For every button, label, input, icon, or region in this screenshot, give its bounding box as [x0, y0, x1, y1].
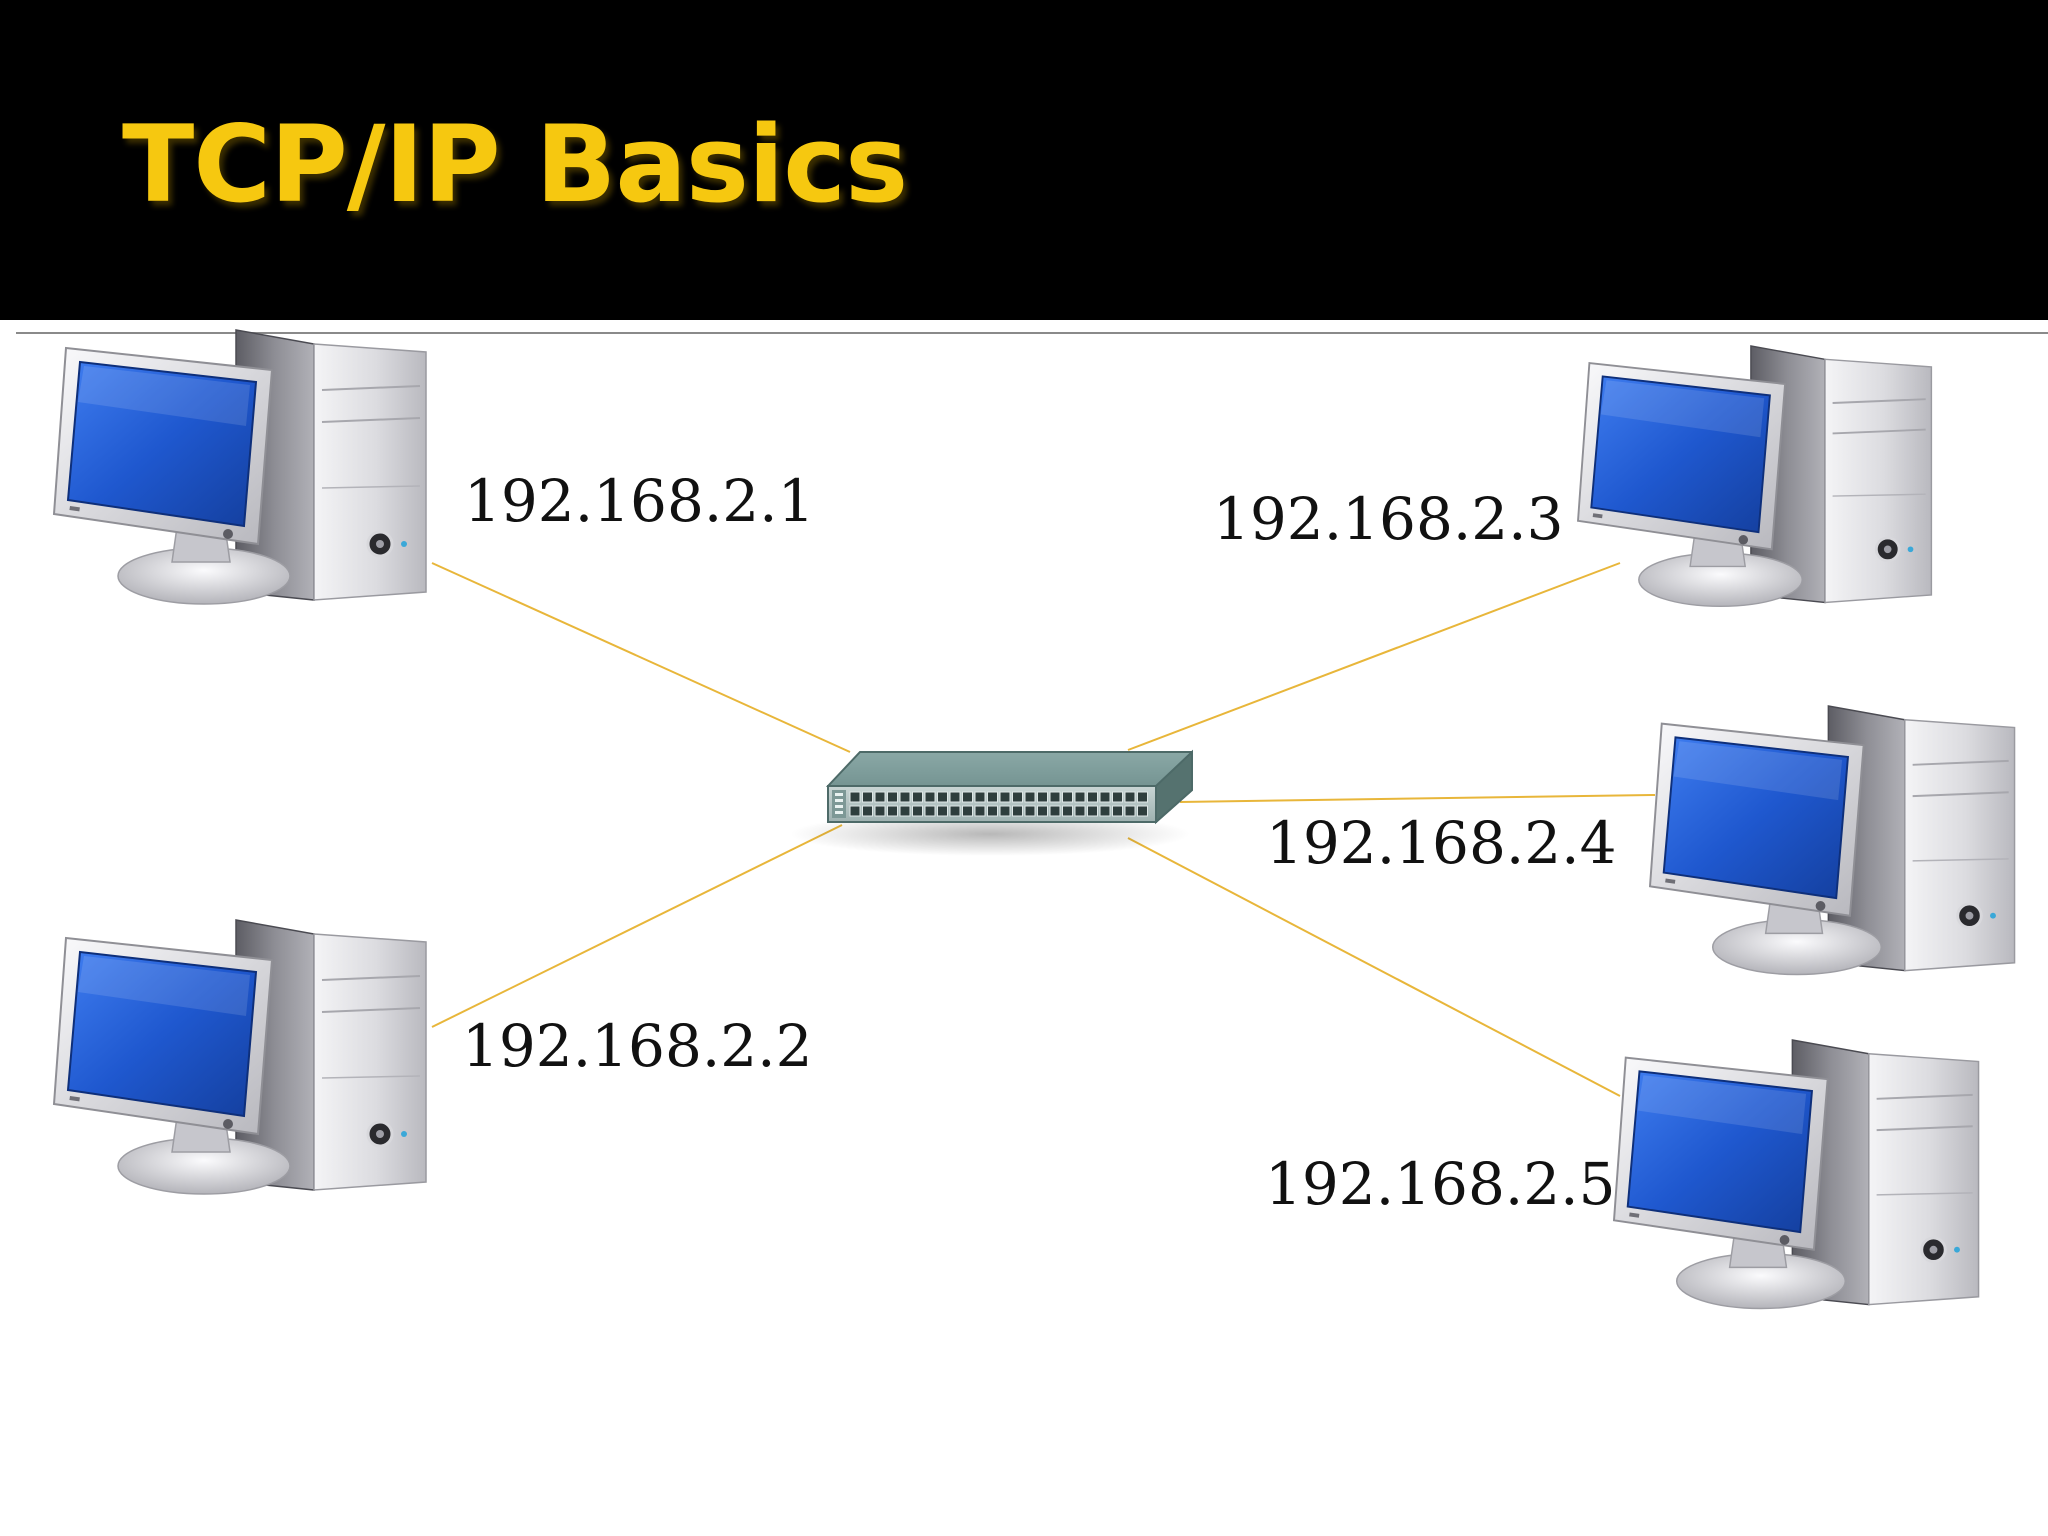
ip-label-pc5: 192.168.2.5	[1265, 1150, 1616, 1218]
ip-label-pc4: 192.168.2.4	[1266, 809, 1617, 877]
link-pc5	[1127, 837, 1621, 1097]
ip-label-pc2: 192.168.2.2	[462, 1012, 813, 1080]
link-pc4	[1179, 794, 1656, 803]
hosts	[52, 329, 2016, 1310]
link-pc1	[431, 562, 851, 753]
desktop-computer-icon-pc2	[52, 919, 427, 1195]
network-switch-icon	[790, 749, 1193, 856]
desktop-computer-icon-pc1	[52, 329, 427, 605]
ip-label-pc3: 192.168.2.3	[1213, 485, 1564, 553]
desktop-computer-icon-pc3	[1576, 345, 1933, 608]
desktop-computer-icon-pc4	[1648, 705, 2016, 976]
desktop-computer-icon-pc5	[1612, 1039, 1980, 1310]
title-divider	[16, 332, 2048, 334]
link-pc3	[1127, 562, 1621, 751]
link-pc2	[431, 824, 843, 1028]
title-bar: TCP/IP Basics	[0, 0, 2048, 320]
links	[431, 562, 1656, 1097]
ip-label-pc1: 192.168.2.1	[464, 467, 815, 535]
slide-title: TCP/IP Basics	[122, 103, 908, 226]
